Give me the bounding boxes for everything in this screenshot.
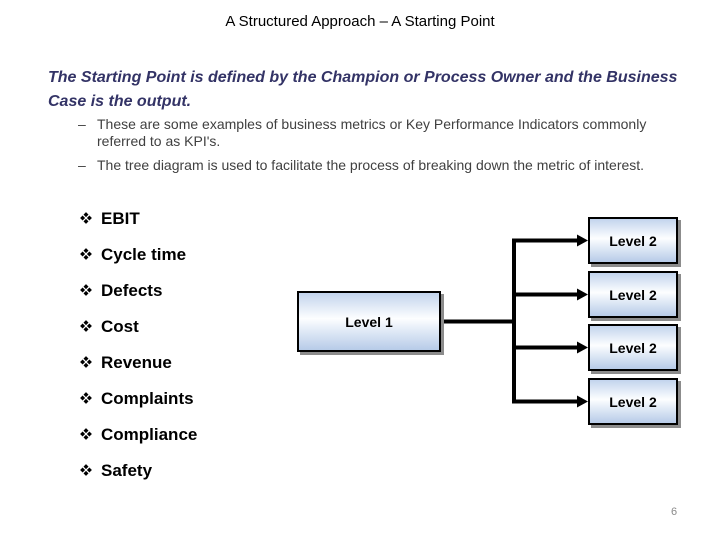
list-item: Revenue [80,353,172,373]
level2-box: Level 2 [588,271,678,318]
sub-bullet-text: The tree diagram is used to facilitate t… [97,157,645,173]
kpi-label: Cycle time [101,245,187,264]
kpi-label: Complaints [101,389,194,408]
four-diamonds-bullet-icon [80,356,92,368]
four-diamonds-bullet-icon [80,248,92,260]
list-item: Cost [80,317,139,337]
arrowhead-icon [577,234,588,408]
kpi-label: Compliance [101,425,198,444]
kpi-label: Revenue [101,353,172,372]
four-diamonds-bullet-icon [80,320,92,332]
list-item: EBIT [80,209,140,229]
four-diamonds-bullet-icon [80,212,92,224]
list-item: Safety [80,461,152,481]
sub-bullet-text: These are some examples of business metr… [97,116,647,149]
four-diamonds-bullet-icon [80,392,92,404]
page-title: A Structured Approach – A Starting Point [225,13,495,30]
list-item: Complaints [80,389,194,409]
list-item: Cycle time [80,245,186,265]
sub-bullet-item: – The tree diagram is used to facilitate… [78,157,678,174]
list-item: Defects [80,281,162,301]
dash-bullet: – [78,157,86,173]
kpi-label: Defects [101,281,163,300]
level2-label: Level 2 [609,232,657,249]
four-diamonds-bullet-icon [80,428,92,440]
list-item: Compliance [80,425,197,445]
level2-box: Level 2 [588,324,678,371]
dash-bullet: – [78,116,86,132]
level1-label: Level 1 [345,313,393,330]
intro-statement: The Starting Point is defined by the Cha… [48,69,678,110]
four-diamonds-bullet-icon [80,464,92,476]
level2-box: Level 2 [588,378,678,425]
kpi-label: EBIT [101,209,140,228]
level2-label: Level 2 [609,393,657,410]
level2-label: Level 2 [609,286,657,303]
level1-box: Level 1 [297,291,441,352]
kpi-label: Safety [101,461,153,480]
level2-box: Level 2 [588,217,678,264]
page-number: 6 [670,506,678,518]
sub-bullet-item: – These are some examples of business me… [78,116,678,150]
four-diamonds-bullet-icon [80,284,92,296]
kpi-label: Cost [101,317,139,336]
sub-bullet-list: – These are some examples of business me… [78,116,678,181]
level2-label: Level 2 [609,339,657,356]
